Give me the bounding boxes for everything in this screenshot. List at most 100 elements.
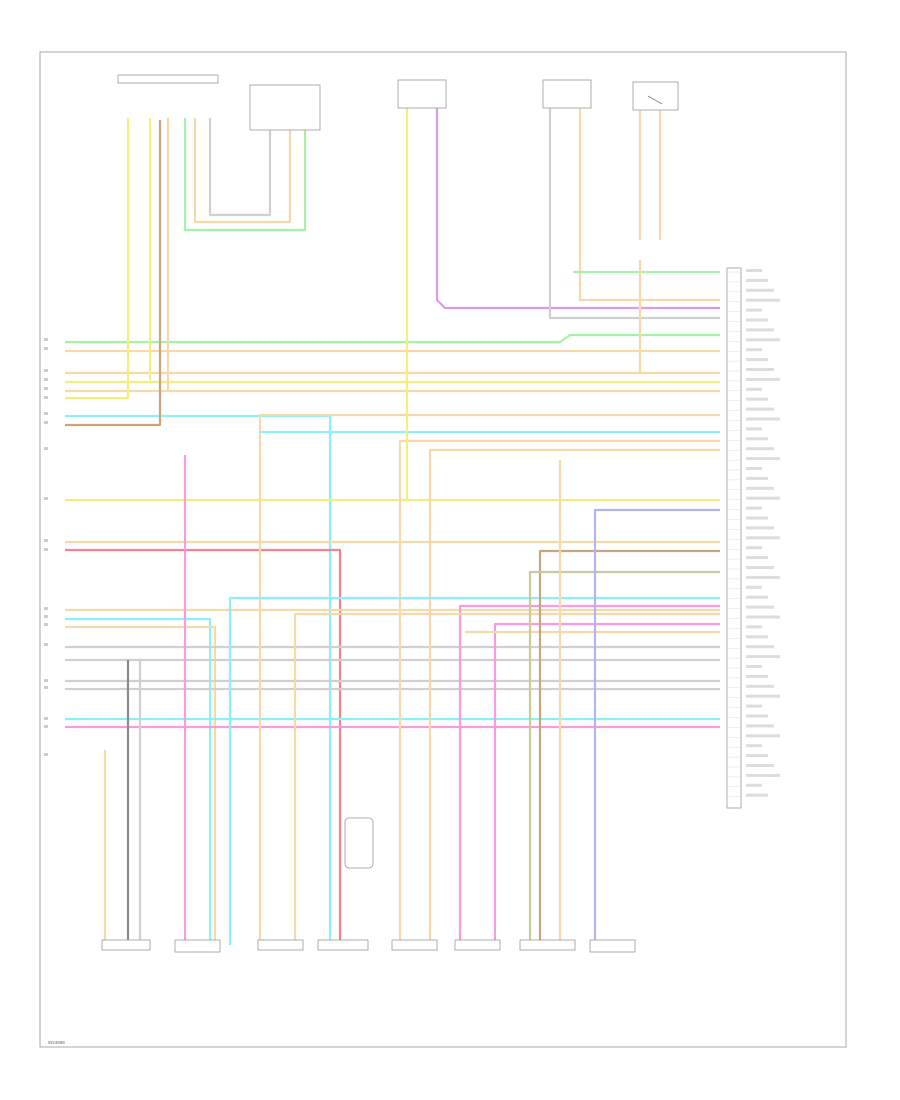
ecm-pin-label [746,298,780,302]
wire-brn-1 [65,120,162,427]
left-pin-label [44,396,48,399]
diagram-frame [39,51,847,1048]
ecm-pin-label [746,536,780,540]
ecm-pin-label [746,467,762,470]
ecm-pin-label [746,476,768,480]
bottom-component-6 [454,939,501,951]
switch-box [632,81,679,111]
ecm-pin-label [746,358,768,362]
ecm-pin-label [746,575,780,579]
ecm-pin-label [746,744,762,748]
ecm-pin-label [746,704,762,708]
ecm-pin-label [746,773,780,777]
ecm-connector [726,267,742,809]
wire-ltgrn-1 [65,333,720,344]
left-pin-label [44,725,48,728]
ecm-pin-label [746,427,762,431]
left-pin-label [44,623,48,626]
left-pin-label [44,421,48,424]
bottom-component-5 [391,939,438,951]
wire-red-1 [65,548,342,945]
ecm-pin-label [746,308,762,312]
ecm-pin-label [746,417,780,421]
wire-dkgrn-1 [528,570,720,945]
ecm-pin-label [746,665,762,668]
wire-tan-7 [258,413,720,945]
bottom-component-1 [101,939,151,951]
ecm-pin-label [746,595,768,599]
wire-dkblu-1 [593,508,720,945]
fuel-pressure-sensor-1 [397,79,447,109]
ecm-pin-label [746,486,774,490]
knock-sensor-connector [344,817,374,869]
labels-layer [44,269,780,797]
bottom-component-3 [257,939,304,951]
ecm-pin-label [746,684,774,688]
ecm-pin-label [746,348,762,352]
left-pin-label [44,412,48,415]
ecm-pin-label [746,635,768,639]
wire-ltblu-5 [228,596,720,945]
left-pin-label [44,347,48,350]
wires-layer [65,108,720,945]
left-pin-label [44,686,48,689]
wire-pnk-3 [493,622,720,945]
ecm-pin-label [746,318,768,322]
bottom-component-2 [174,939,221,953]
ecm-pin-label [746,437,768,441]
wire-tb-tan [193,118,292,224]
wire-tan-10 [293,612,720,945]
bottom-component-8 [589,939,636,953]
wire-tb-gry [208,118,272,217]
ecm-pin-label [746,625,762,629]
ecm-pin-label [746,506,762,510]
left-pin-label [44,607,48,610]
ecm-pin-label [746,615,780,619]
ecm-pin-label [746,605,774,609]
left-pin-label [44,679,48,682]
bottom-component-4 [317,939,369,951]
maf-sensor-box [117,74,219,84]
ecm-pin-label [746,457,780,461]
ecm-pin-label [746,793,768,797]
ecm-pin-label [746,783,762,787]
left-pin-label [44,643,48,646]
wire-fps2-gry [548,108,720,320]
wire-tan-9 [428,448,720,945]
ecm-pin-label [746,407,774,411]
ecm-pin-label [746,368,774,371]
ecm-pin-label [746,387,762,391]
ecm-pin-label [746,278,768,282]
ecm-pin-label [746,397,768,401]
wire-ltblu-2 [65,617,212,945]
ecm-pin-label [746,526,774,530]
left-pin-label [44,338,48,341]
left-pin-label [44,539,48,542]
wire-tan-8 [398,439,720,945]
ecm-pin-label [746,694,780,698]
ecm-pin-label [746,516,768,520]
ecm-pin-label [746,566,774,569]
components-layer [101,74,742,953]
ecm-pin-label [746,556,768,560]
ecm-pin-label [746,496,780,500]
wire-tb-ltgrn [183,118,307,232]
throttle-body-box [249,84,321,131]
wire-maf-yel [65,118,130,400]
left-pin-label [44,615,48,618]
ecm-pin-label [746,288,774,292]
bottom-component-7 [519,939,576,951]
ecm-pin-label [746,328,774,332]
wire-brn-2 [538,549,720,945]
left-pin-label [44,753,48,756]
left-pin-label [44,548,48,551]
ecm-pin-label [746,754,768,758]
left-pin-label [44,387,48,390]
left-pin-label [44,717,48,720]
left-pin-label [44,369,48,372]
ecm-pin-label [746,655,780,659]
switch-icon [647,95,663,105]
ecm-pin-label [746,764,774,767]
fuel-pressure-sensor-2 [542,79,592,109]
